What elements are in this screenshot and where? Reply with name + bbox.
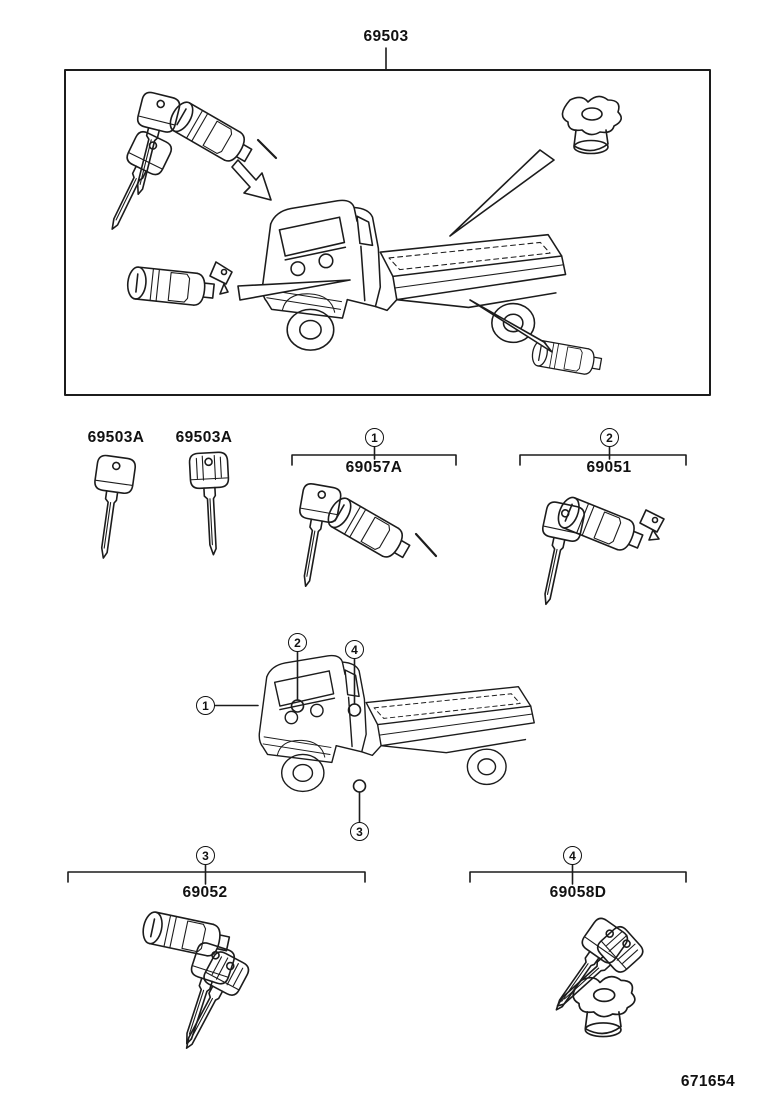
sub-key-part-number: 69503A: [175, 429, 233, 446]
callout-2-badge: 2: [600, 428, 619, 447]
locator-callout-4: 4: [345, 640, 364, 659]
callout-4-badge: 4: [563, 846, 582, 865]
group4-illustration: [540, 914, 646, 1038]
pointer-wedge-cylinder: [469, 299, 553, 353]
callout-1-badge: 1: [365, 428, 384, 447]
group2-bracket: [519, 446, 687, 466]
group1-bracket: [291, 446, 457, 466]
hollow-arrow-icon: [231, 159, 272, 201]
locator-callout-2: 2: [288, 633, 307, 652]
callout-3-badge: 3: [196, 846, 215, 865]
pointer-wedge-ignition: [237, 279, 351, 301]
assembly-part-number: 69503: [363, 28, 409, 45]
group1-illustration: [286, 481, 438, 591]
figure-code: 671654: [680, 1073, 735, 1090]
locator-leader-lines: [214, 651, 367, 823]
box-key-cylinder-cluster: [94, 89, 278, 239]
group3-illustration: [139, 909, 251, 1057]
pointer-wedge-cap: [449, 149, 555, 237]
group4-bracket: [469, 864, 687, 885]
locator-truck: [258, 654, 535, 793]
group3-bracket: [67, 864, 366, 885]
master-key-illustration: [83, 453, 138, 562]
group2-part-number: 69051: [586, 459, 632, 476]
group2-illustration: [526, 493, 665, 610]
group3-part-number: 69052: [182, 884, 228, 901]
group1-part-number: 69057A: [345, 459, 403, 476]
locator-callout-3: 3: [350, 822, 369, 841]
box-ignition-cylinder: [125, 261, 233, 308]
assembly-box-border: [64, 69, 711, 396]
group4-part-number: 69058D: [549, 884, 607, 901]
sub-key-illustration: [189, 452, 232, 556]
locator-callout-1: 1: [196, 696, 215, 715]
master-key-part-number: 69503A: [87, 429, 145, 446]
box-fuel-cap: [561, 95, 623, 155]
